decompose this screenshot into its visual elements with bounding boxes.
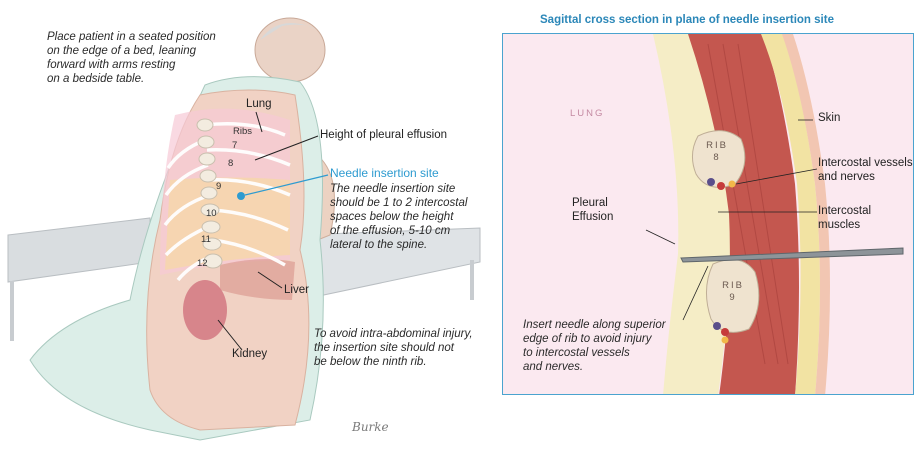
positioning-instruction: Place patient in a seated position on th…	[47, 30, 247, 86]
label-lung: Lung	[246, 97, 272, 111]
nerve-9	[722, 337, 729, 344]
bedside-table-left	[8, 218, 150, 282]
label-ribs: Ribs	[233, 126, 252, 137]
nerve-8	[729, 181, 736, 188]
warning-text: To avoid intra-abdominal injury, the ins…	[314, 327, 504, 369]
label-kidney: Kidney	[232, 347, 267, 361]
cross-section-title: Sagittal cross section in plane of needl…	[540, 14, 834, 26]
rib-number-10: 10	[206, 208, 217, 219]
vessel-8a	[707, 178, 715, 186]
needle-site-title: Needle insertion site	[330, 166, 439, 180]
rib-number-12: 12	[197, 258, 208, 269]
needle-site-description: The needle insertion site should be 1 to…	[330, 182, 500, 252]
insert-instruction: Insert needle along superior edge of rib…	[523, 318, 703, 374]
head	[255, 18, 325, 82]
rib-number-8: 8	[228, 158, 233, 169]
label-liver: Liver	[284, 283, 309, 297]
label-height-effusion: Height of pleural effusion	[320, 128, 447, 142]
kidney-shape	[183, 280, 227, 340]
artist-signature: Burke	[352, 420, 389, 434]
rib-number-9: 9	[216, 181, 221, 192]
vessel-9a	[713, 322, 721, 330]
rib-number-11: 11	[201, 234, 211, 245]
vessel-9b	[721, 328, 729, 336]
label-skin: Skin	[818, 111, 840, 125]
vessel-8b	[717, 182, 725, 190]
rib-number-7: 7	[232, 140, 237, 151]
lung-section-label: LUNG	[570, 108, 604, 120]
needle-site-marker	[237, 192, 245, 200]
